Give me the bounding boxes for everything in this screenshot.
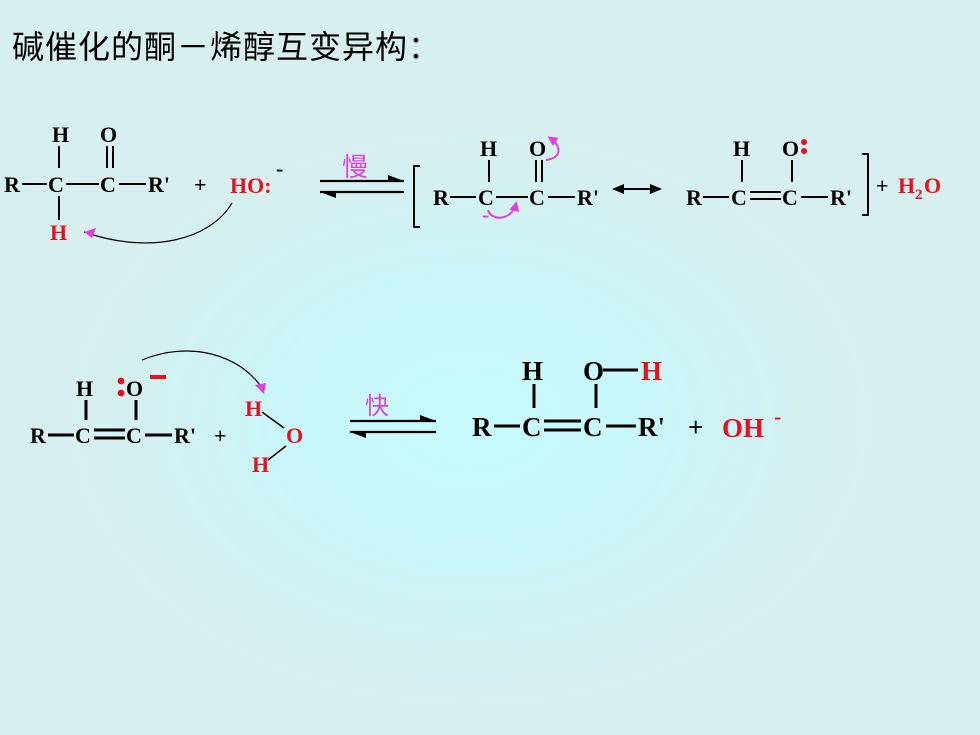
atom-h-top: H (52, 122, 69, 147)
lone-pair-dot (117, 377, 125, 385)
curved-arrow-deprotonation (83, 202, 233, 244)
equilibrium-arrow-fast (350, 415, 436, 438)
atom-h: H (480, 136, 497, 161)
curved-arrow-magenta (545, 136, 560, 161)
bonds (22, 146, 146, 220)
atom-r-prime: R' (830, 185, 852, 210)
atom-c-carbonyl: C (529, 185, 545, 210)
carbanion-intermediate: H O R C C R' - (433, 136, 599, 227)
atom-r-prime: R' (148, 172, 170, 197)
base-charge: - (276, 156, 283, 181)
atom-r: R (433, 185, 450, 210)
hydroxide-base: HO: (230, 173, 272, 198)
arrowhead-magenta (255, 383, 266, 394)
resonance-arrow (612, 184, 662, 194)
atom-c-alpha: C (75, 423, 91, 448)
curved-arrow-magenta (487, 201, 520, 219)
equilibrium-arrow-slow (320, 175, 404, 198)
label-fast: 快 (365, 392, 389, 420)
hydroxide-product: OH (722, 413, 764, 443)
atom-c-alpha: C (48, 172, 64, 197)
water-product: H 2 O (898, 173, 941, 203)
hydroxide-charge: - (774, 404, 781, 429)
bracket-left (413, 165, 420, 228)
atom-c-carbonyl: C (126, 423, 142, 448)
atom-h-alpha: H (50, 220, 67, 245)
atom-o: O (126, 376, 143, 401)
bracket-right (862, 153, 869, 216)
bonds (703, 160, 828, 200)
atom-r: R (686, 185, 703, 210)
water-reactant: H O H (245, 396, 303, 477)
slide-title: 碱催化的酮－烯醇互变异构： (12, 28, 442, 66)
atom-r: R (472, 412, 492, 442)
enolate-intermediate: H O R C C R' (686, 136, 852, 210)
water-subscript: 2 (915, 187, 923, 203)
atom-h: H (733, 136, 750, 161)
atom-r-prime: R' (174, 423, 196, 448)
water-h1: H (245, 396, 262, 421)
atom-o: O (583, 356, 604, 386)
atom-h-hydroxyl: H (641, 356, 662, 386)
bond (261, 411, 285, 429)
reactant-ketone: H O R C C R' H (4, 122, 170, 245)
atom-c-carbonyl: C (100, 172, 116, 197)
plus-sign: + (876, 173, 889, 198)
arrowhead-magenta (84, 228, 96, 238)
label-slow: 慢 (342, 153, 368, 183)
atom-o: O (529, 136, 546, 161)
atom-c-alpha: C (478, 185, 494, 210)
bonds (494, 368, 638, 432)
enol-product: H O H R C C R' (472, 356, 665, 442)
negative-charge (150, 375, 166, 379)
atom-h: H (522, 356, 543, 386)
plus-sign: + (214, 423, 227, 448)
atom-r-prime: R' (577, 185, 599, 210)
enolate-reactant: H O R C C R' (30, 375, 196, 448)
atom-c-carbonyl: C (583, 412, 603, 442)
atom-o: O (100, 122, 117, 147)
bonds (450, 160, 575, 198)
water-h: H (898, 173, 915, 198)
lone-pair-dot (801, 148, 807, 154)
atom-r-prime: R' (638, 412, 665, 442)
atom-h: H (76, 376, 93, 401)
bonds (48, 400, 172, 440)
atom-c-alpha: C (731, 185, 747, 210)
lone-pair-dot (801, 139, 807, 145)
water-h2: H (252, 452, 269, 477)
atom-c-carbonyl: C (782, 185, 798, 210)
atom-r: R (30, 423, 47, 448)
lone-pair-dot (117, 389, 125, 397)
bond (267, 445, 287, 461)
carbanion-charge: - (482, 202, 489, 227)
plus-sign: + (688, 412, 703, 442)
water-o: O (924, 173, 941, 198)
curved-arrow-protonation (141, 350, 263, 389)
atom-c-alpha: C (522, 412, 542, 442)
plus-sign: + (194, 172, 207, 197)
water-o: O (286, 423, 303, 448)
atom-r: R (4, 172, 21, 197)
atom-o: O (782, 136, 799, 161)
